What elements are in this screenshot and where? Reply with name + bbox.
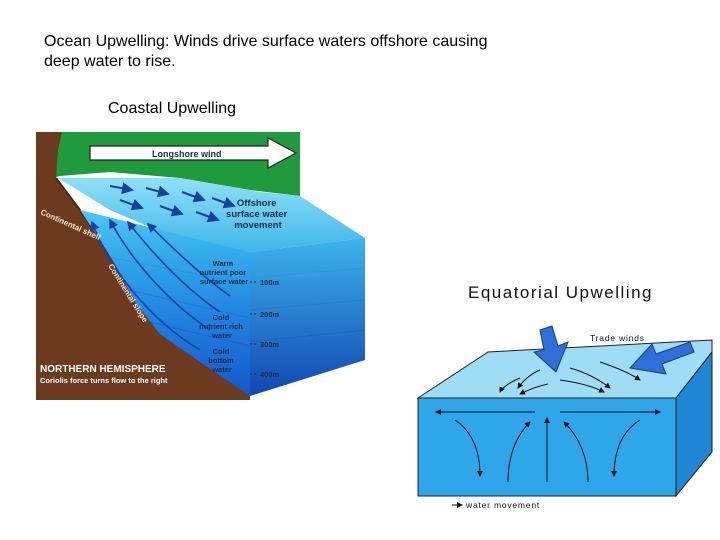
coastal-upwelling-diagram: Longshore wind Offshore surface water mo… bbox=[36, 132, 366, 400]
upwelling-arrows bbox=[90, 218, 231, 351]
depth-300: 300m bbox=[260, 340, 280, 349]
trade-winds-label: Trade winds bbox=[590, 333, 645, 343]
continental-shelf bbox=[36, 132, 250, 400]
eq-water-movement-arrows bbox=[435, 409, 661, 483]
offshore-flow-arrows bbox=[109, 182, 236, 223]
equatorial-heading: Equatorial Upwelling bbox=[468, 283, 653, 302]
longshore-wind-label: Longshore wind bbox=[152, 149, 222, 159]
coastal-heading: Coastal Upwelling bbox=[108, 100, 237, 117]
trade-wind-arrow-right bbox=[629, 341, 695, 375]
equatorial-upwelling-diagram: Trade winds water movement bbox=[416, 325, 713, 510]
depth-markers bbox=[250, 281, 258, 375]
title-line-1: Ocean Upwelling: Winds drive surface wat… bbox=[44, 33, 488, 50]
water-cross-section bbox=[80, 210, 250, 396]
offshore-label-1: Offshore bbox=[237, 198, 277, 209]
depth-100: 100m bbox=[260, 278, 280, 287]
depth-200: 200m bbox=[260, 310, 280, 319]
warm-water-label: Warm nutrient poor surface water bbox=[200, 259, 249, 286]
offshore-label: Offshore surface water movement bbox=[226, 198, 290, 231]
eq-side-face bbox=[675, 350, 713, 498]
eq-surface-arrows bbox=[499, 361, 641, 395]
slide-title: Ocean Upwelling: Winds drive surface wat… bbox=[44, 32, 604, 72]
offshore-label-2: surface water bbox=[226, 209, 288, 220]
hemisphere-label: NORTHERN HEMISPHERE bbox=[40, 364, 166, 375]
longshore-wind-arrow bbox=[89, 136, 298, 170]
cold-bottom-water-label: Cold bottom water bbox=[208, 347, 236, 374]
depth-400: 400m bbox=[260, 370, 280, 379]
coriolis-label: Coriolis force turns flow to the right bbox=[40, 376, 168, 385]
title-line-2: deep water to rise. bbox=[44, 53, 176, 70]
water-side-face bbox=[250, 238, 365, 396]
legend-label: water movement bbox=[465, 500, 540, 510]
trade-wind-arrow-left bbox=[532, 325, 569, 373]
offshore-label-3: movement bbox=[234, 220, 282, 231]
cold-rich-water-label: Cold nutrient rich water bbox=[199, 313, 245, 340]
